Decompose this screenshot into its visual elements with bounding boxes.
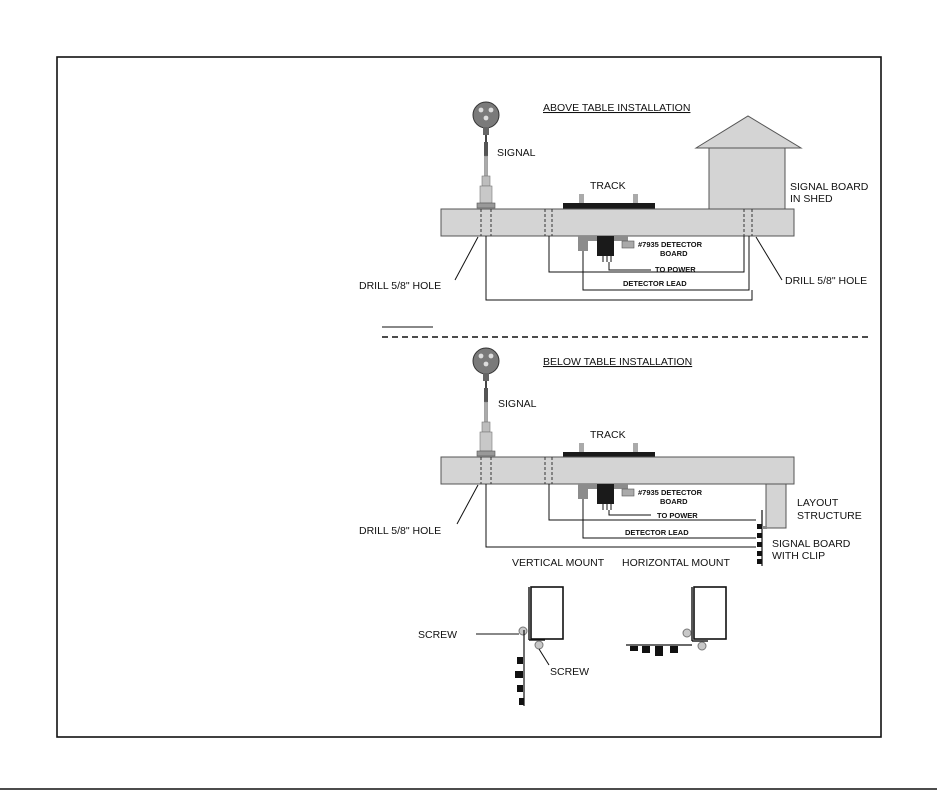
above-drill-right-leader: [755, 236, 783, 281]
above-drill-holes: [480, 209, 753, 236]
above-track-label: TRACK: [590, 180, 626, 192]
above-drill-right-label: DRILL 5/8" HOLE: [785, 275, 867, 287]
above-detector-board: [578, 236, 635, 262]
above-detector-lead-label: DETECTOR LEAD: [623, 279, 687, 288]
horizontal-mount-drawing: [626, 586, 727, 656]
mount-details: VERTICAL MOUNT HORIZONTAL MOUNT SCREW SC…: [418, 557, 730, 706]
signal-board-clip-label-2: WITH CLIP: [772, 550, 825, 562]
above-signal-label: SIGNAL: [497, 147, 536, 159]
screw-top-label: SCREW: [418, 629, 457, 641]
layout-structure: [765, 483, 787, 529]
above-wiring: [485, 236, 753, 301]
above-table-board: [440, 208, 795, 237]
below-table-board: [440, 456, 795, 485]
above-to-power-label: TO POWER: [655, 265, 696, 274]
below-signal-label: SIGNAL: [498, 398, 537, 410]
below-detector-board: [578, 484, 635, 510]
signal-head-icon: [472, 347, 500, 381]
vertical-mount-label: VERTICAL MOUNT: [512, 557, 605, 569]
signal-head-icon: [472, 101, 500, 135]
below-drill-left-leader: [456, 484, 479, 525]
below-track: [563, 443, 655, 457]
signal-mast: [476, 135, 496, 209]
below-to-power-label: TO POWER: [657, 511, 698, 520]
below-detector-label-2: BOARD: [660, 497, 688, 506]
above-section-title: ABOVE TABLE INSTALLATION: [543, 102, 690, 114]
below-drill-left-label: DRILL 5/8" HOLE: [359, 525, 441, 537]
signal-board-clip-label: SIGNAL BOARD: [772, 538, 851, 550]
above-table-section: ABOVE TABLE INSTALLATION SIGNAL SIGNAL B…: [359, 101, 869, 301]
above-track: [563, 194, 655, 209]
below-wiring: [485, 484, 756, 548]
signal-board-with-clip: [757, 510, 767, 566]
above-drill-left-label: DRILL 5/8" HOLE: [359, 280, 441, 292]
below-track-label: TRACK: [590, 429, 626, 441]
screw-bottom-leader: [538, 648, 550, 666]
signal-mast: [476, 381, 496, 457]
below-drill-holes: [480, 457, 553, 484]
below-detector-label: #7935 DETECTOR: [638, 488, 703, 497]
shed-icon: [694, 115, 803, 210]
above-drill-left-leader: [454, 236, 479, 281]
above-signal-board-label: SIGNAL BOARD: [790, 181, 869, 193]
below-table-section: BELOW TABLE INSTALLATION SIGNAL TRACK: [359, 347, 862, 566]
horizontal-mount-label: HORIZONTAL MOUNT: [622, 557, 730, 569]
layout-structure-label: LAYOUT: [797, 497, 839, 509]
below-detector-lead-label: DETECTOR LEAD: [625, 528, 689, 537]
diagram-frame: [56, 56, 882, 738]
above-signal-board-label-2: IN SHED: [790, 193, 833, 205]
layout-structure-label-2: STRUCTURE: [797, 510, 862, 522]
screw-bottom-label: SCREW: [550, 666, 589, 678]
above-detector-label-2: BOARD: [660, 249, 688, 258]
below-section-title: BELOW TABLE INSTALLATION: [543, 356, 692, 368]
vertical-mount-drawing: [515, 586, 564, 706]
above-detector-label: #7935 DETECTOR: [638, 240, 703, 249]
